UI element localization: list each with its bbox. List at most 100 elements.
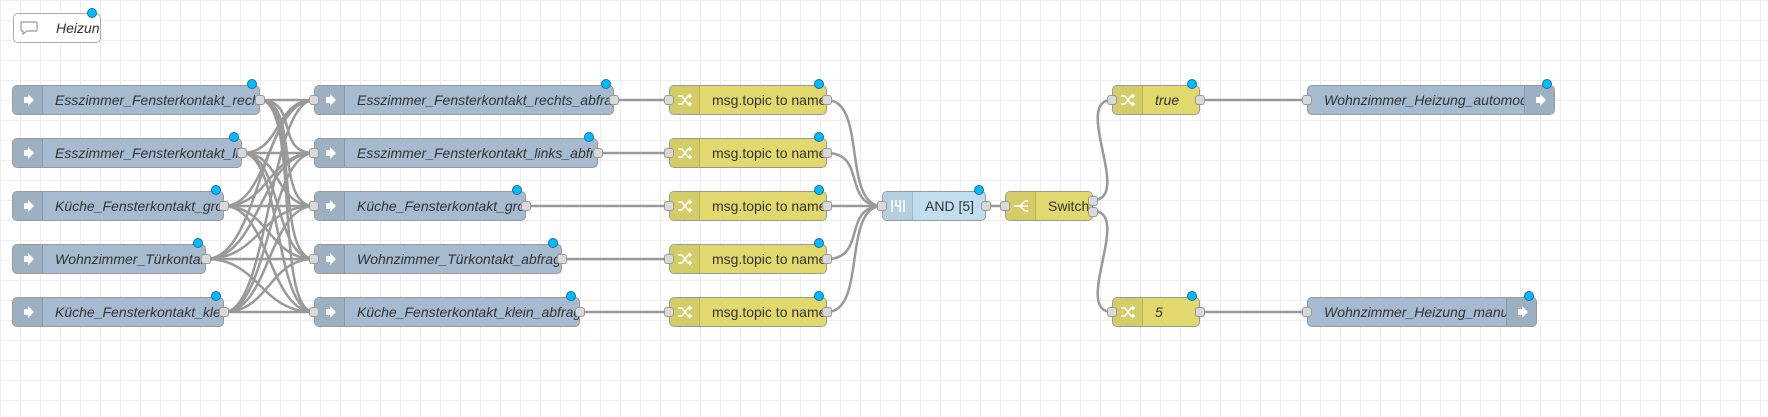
- link-in-arrow-icon: [315, 298, 345, 326]
- changed-indicator: [211, 185, 221, 195]
- output-port-1[interactable]: [1088, 196, 1098, 206]
- input-port[interactable]: [877, 201, 887, 211]
- output-port[interactable]: [219, 201, 229, 211]
- wire[interactable]: [1092, 209, 1113, 314]
- link-in-node[interactable]: Esszimmer_Fensterkontakt_links: [12, 138, 247, 168]
- output-port-2[interactable]: [1088, 207, 1098, 217]
- switch-label: Switch: [1048, 198, 1090, 214]
- wire[interactable]: [826, 204, 883, 314]
- change-node[interactable]: msg.topic to name: [664, 85, 832, 115]
- changed-indicator: [814, 185, 824, 195]
- output-port[interactable]: [593, 148, 603, 158]
- wire[interactable]: [205, 98, 315, 261]
- link-in-arrow-icon: [13, 192, 43, 220]
- link-in-node[interactable]: Esszimmer_Fensterkontakt_rechts: [12, 85, 265, 115]
- switch-node[interactable]: Switch: [1000, 191, 1098, 221]
- changed-indicator: [814, 238, 824, 248]
- input-port[interactable]: [664, 254, 674, 264]
- input-port[interactable]: [1107, 95, 1117, 105]
- wire[interactable]: [1092, 98, 1113, 202]
- change-label: msg.topic to name: [712, 304, 826, 320]
- output-port[interactable]: [981, 201, 991, 211]
- changed-indicator: [1542, 79, 1552, 89]
- wire[interactable]: [223, 151, 315, 314]
- change-node[interactable]: msg.topic to name: [664, 297, 832, 327]
- input-port[interactable]: [1302, 95, 1312, 105]
- comment-node-heizung[interactable]: Heizung: [13, 13, 101, 43]
- wire[interactable]: [241, 151, 315, 208]
- shuffle-icon: [670, 86, 700, 114]
- wire[interactable]: [223, 98, 315, 314]
- link-in-node[interactable]: Wohnzimmer_Türkontakt: [12, 244, 211, 274]
- wire[interactable]: [223, 204, 315, 314]
- output-port[interactable]: [822, 254, 832, 264]
- abfrage-node[interactable]: Küche_Fensterkontakt_groß: [309, 191, 531, 221]
- changed-indicator: [247, 79, 257, 89]
- comment-icon: [14, 14, 44, 42]
- change-node-true[interactable]: true: [1107, 85, 1205, 115]
- output-port[interactable]: [609, 95, 619, 105]
- link-in-arrow-icon: [315, 245, 345, 273]
- link-in-label: Esszimmer_Fensterkontakt_links: [55, 145, 241, 161]
- wire[interactable]: [826, 98, 883, 208]
- output-port[interactable]: [219, 307, 229, 317]
- output-port[interactable]: [237, 148, 247, 158]
- link-out-node[interactable]: Wohnzimmer_Heizung_automode: [1302, 85, 1555, 115]
- input-port[interactable]: [1302, 307, 1312, 317]
- output-port[interactable]: [822, 148, 832, 158]
- link-in-arrow-icon: [13, 245, 43, 273]
- changed-indicator: [1524, 291, 1534, 301]
- link-in-arrow-icon: [13, 298, 43, 326]
- link-in-node[interactable]: Küche_Fensterkontakt_groß: [12, 191, 229, 221]
- link-in-arrow-icon: [315, 192, 345, 220]
- input-port[interactable]: [309, 201, 319, 211]
- input-port[interactable]: [309, 254, 319, 264]
- input-port[interactable]: [664, 95, 674, 105]
- changed-indicator: [1187, 79, 1197, 89]
- change-node[interactable]: msg.topic to name: [664, 138, 832, 168]
- output-port[interactable]: [201, 254, 211, 264]
- link-in-node[interactable]: Küche_Fensterkontakt_klein: [12, 297, 229, 327]
- input-port[interactable]: [664, 201, 674, 211]
- input-port[interactable]: [664, 307, 674, 317]
- output-port[interactable]: [521, 201, 531, 211]
- wire[interactable]: [205, 151, 315, 261]
- join-node[interactable]: AND [5]: [877, 191, 991, 221]
- change-node-5[interactable]: 5: [1107, 297, 1205, 327]
- changed-indicator: [229, 132, 239, 142]
- link-out-arrow-icon: [1524, 86, 1554, 114]
- change-label: 5: [1155, 304, 1163, 320]
- wire[interactable]: [205, 204, 315, 261]
- input-port[interactable]: [309, 95, 319, 105]
- wire[interactable]: [826, 151, 883, 208]
- output-port[interactable]: [255, 95, 265, 105]
- wire[interactable]: [205, 257, 315, 314]
- input-port[interactable]: [309, 307, 319, 317]
- output-port[interactable]: [1195, 95, 1205, 105]
- shuffle-icon: [670, 139, 700, 167]
- input-port[interactable]: [1000, 201, 1010, 211]
- output-port[interactable]: [822, 307, 832, 317]
- change-node[interactable]: msg.topic to name: [664, 191, 832, 221]
- input-port[interactable]: [1107, 307, 1117, 317]
- changed-indicator: [512, 185, 522, 195]
- abfrage-node[interactable]: Esszimmer_Fensterkontakt_links_abfrage: [309, 138, 603, 168]
- input-port[interactable]: [664, 148, 674, 158]
- output-port[interactable]: [557, 254, 567, 264]
- input-port[interactable]: [309, 148, 319, 158]
- wire[interactable]: [223, 257, 315, 314]
- output-port[interactable]: [575, 307, 585, 317]
- abfrage-node[interactable]: Esszimmer_Fensterkontakt_rechts_abfrage: [309, 85, 619, 115]
- abfrage-node[interactable]: Küche_Fensterkontakt_klein_abfrage: [309, 297, 585, 327]
- link-out-label: Wohnzimmer_Heizung_automode: [1324, 92, 1524, 108]
- wire[interactable]: [241, 151, 315, 314]
- change-node[interactable]: msg.topic to name: [664, 244, 832, 274]
- output-port[interactable]: [822, 95, 832, 105]
- link-out-node[interactable]: Wohnzimmer_Heizung_manual: [1302, 297, 1537, 327]
- output-port[interactable]: [822, 201, 832, 211]
- abfrage-label: Küche_Fensterkontakt_groß: [357, 198, 525, 214]
- output-port[interactable]: [1195, 307, 1205, 317]
- abfrage-node[interactable]: Wohnzimmer_Türkontakt_abfrage: [309, 244, 567, 274]
- link-in-label: Küche_Fensterkontakt_klein: [55, 304, 223, 320]
- join-label: AND [5]: [925, 198, 975, 214]
